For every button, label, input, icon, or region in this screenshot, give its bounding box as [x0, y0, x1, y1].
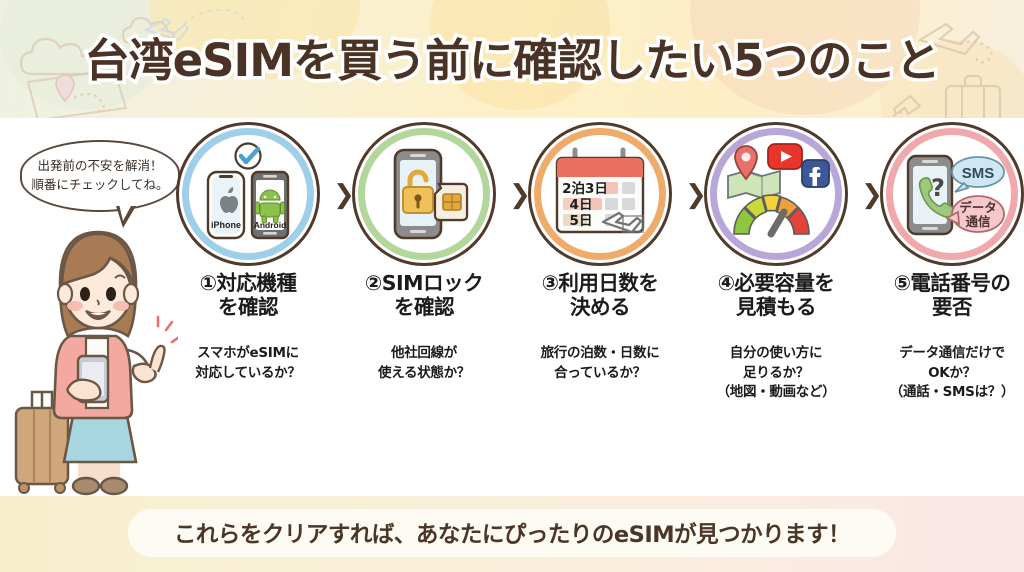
step-item-2[interactable]: ②SIMロック を確認 他社回線が 使える状態か？ [344, 118, 504, 496]
map-pin-icon [727, 145, 781, 200]
chevron-right-icon-4: ❯ [861, 180, 883, 210]
step-1-title-line1: 対応機種 [216, 271, 297, 295]
step-1-number: ① [199, 271, 217, 295]
step-5-circle: ? SMS データ [872, 118, 1024, 268]
speech-bubble-line2: 順番にチェックしてね。 [31, 177, 169, 192]
suitcase-icon [14, 390, 70, 494]
question-mark: ? [931, 174, 945, 202]
step-2-description: 他社回線が 使える状態か？ [338, 344, 510, 383]
step-5-desc-line2: OKか？ [928, 364, 976, 381]
footer-message: これらをクリアすれば、あなたにぴったりのeSIMが見つかります！ [173, 522, 851, 548]
chevron-right-icon-1: ❯ [333, 180, 355, 210]
data-usage-gauge-icon [718, 136, 834, 252]
step-4-title-line1: 必要容量を [734, 271, 835, 295]
youtube-icon [767, 143, 803, 170]
step-4-number: ④ [717, 271, 735, 295]
step-list: iPhone [168, 118, 1024, 496]
two-phones-check-icon: iPhone [190, 136, 306, 252]
step-5-title-line1: 電話番号の [910, 271, 1011, 295]
step-2-desc-line1: 他社回線が [391, 345, 457, 361]
step-3-title-line2: 決める [570, 294, 631, 319]
data-label-1: データ [959, 200, 997, 215]
step-5-desc-line1: データ通信だけで [899, 345, 1005, 361]
speech-bubble-tail [116, 204, 136, 228]
step-2-circle [344, 118, 504, 268]
step-4-description: 自分の使い方に 足りるか？ （地図・動画など） [690, 344, 862, 403]
sms-label: SMS [962, 165, 995, 182]
chevron-right-icon-3: ❯ [685, 180, 707, 210]
chevron-right-icon-2: ❯ [509, 180, 531, 210]
step-3-inner-ring [534, 128, 666, 260]
step-1-title-line2: を確認 [218, 294, 279, 319]
step-3-title: ③利用日数を 決める [520, 271, 680, 319]
step-item-5[interactable]: ? SMS データ [872, 118, 1024, 496]
step-2-desc-line2: 使える状態か？ [378, 364, 470, 381]
step-1-circle: iPhone [168, 118, 328, 268]
step-4-desc-line1: 自分の使い方に [729, 345, 823, 361]
data-bubble: データ 通信 [945, 195, 1005, 233]
header-banner: 台湾eSIMを買う前に確認したい5つのこと [0, 0, 1024, 118]
step-5-title: ⑤電話番号の 要否 [872, 271, 1024, 319]
step-2-number: ② [364, 271, 382, 295]
iphone-label: iPhone [211, 220, 241, 230]
phone-sms-data-icon: ? SMS データ [894, 136, 1010, 252]
step-2-title: ②SIMロック を確認 [344, 271, 504, 319]
calendar-label-2: 4日 [570, 197, 593, 213]
step-1-desc-line1: スマホがeSIMに [197, 345, 299, 361]
data-label-2: 通信 [965, 214, 991, 229]
step-5-title-line2: 要否 [932, 294, 973, 319]
pointing-finger-icon [148, 344, 166, 373]
step-item-3[interactable]: 2泊3日 4日 5日 ③利用日数を 決める 旅行の泊数・日数に 合っているか？ [520, 118, 680, 496]
footer-pill: これらをクリアすれば、あなたにぴったりのeSIMが見つかります！ [128, 509, 896, 557]
step-4-desc-line3: （地図・動画など） [716, 384, 836, 401]
main-content: 出発前の不安を解消！ 順番にチェックしてね。 [0, 118, 1024, 496]
step-4-inner-ring [710, 128, 842, 260]
step-2-title-line1: SIMロック [381, 271, 484, 295]
step-3-desc-line2: 合っているか？ [554, 364, 646, 381]
speech-bubble: 出発前の不安を解消！ 順番にチェックしてね。 [20, 140, 180, 212]
calendar-label-1: 2泊3日 [562, 180, 608, 197]
step-4-title: ④必要容量を 見積もる [696, 271, 856, 319]
speech-bubble-line1: 出発前の不安を解消！ [37, 158, 163, 174]
page-title: 台湾eSIMを買う前に確認したい5つのこと [81, 31, 944, 91]
step-5-description: データ通信だけで OKか？ （通話・SMSは？） [866, 344, 1024, 403]
step-3-circle: 2泊3日 4日 5日 [520, 118, 680, 268]
step-1-inner-ring [182, 128, 314, 260]
sms-bubble: SMS [951, 156, 1005, 193]
step-item-4[interactable]: ④必要容量を 見積もる 自分の使い方に 足りるか？ （地図・動画など） [696, 118, 856, 496]
step-2-inner-ring [358, 128, 490, 260]
traveler-woman-illustration [14, 230, 178, 496]
step-3-number: ③ [541, 271, 559, 295]
step-3-desc-line1: 旅行の泊数・日数に [540, 345, 660, 361]
speed-gauge-icon [733, 194, 810, 238]
footer-banner: これらをクリアすれば、あなたにぴったりのeSIMが見つかります！ [0, 496, 1024, 572]
step-1-title: ①対応機種 を確認 [168, 271, 328, 319]
calendar-airplane-icon: 2泊3日 4日 5日 [542, 136, 658, 252]
step-5-desc-line3: （通話・SMSは？） [889, 384, 1015, 401]
step-4-desc-line2: 足りるか？ [743, 364, 809, 381]
emphasis-lines [156, 315, 178, 344]
step-1-description: スマホがeSIMに 対応しているか？ [162, 344, 334, 383]
step-3-title-line1: 利用日数を [558, 271, 659, 295]
step-1-desc-line2: 対応しているか？ [195, 364, 301, 381]
step-item-1[interactable]: iPhone [168, 118, 328, 496]
step-4-circle [696, 118, 856, 268]
step-2-title-line2: を確認 [394, 294, 455, 319]
step-3-description: 旅行の泊数・日数に 合っているか？ [514, 344, 686, 383]
step-5-number: ⑤ [893, 271, 911, 295]
calendar-label-3: 5日 [570, 213, 593, 229]
phone-unlock-sim-icon [366, 136, 482, 252]
step-4-title-line2: 見積もる [736, 294, 817, 319]
facebook-icon [801, 159, 830, 188]
android-label: Android [254, 220, 287, 230]
step-5-inner-ring [886, 128, 1018, 260]
